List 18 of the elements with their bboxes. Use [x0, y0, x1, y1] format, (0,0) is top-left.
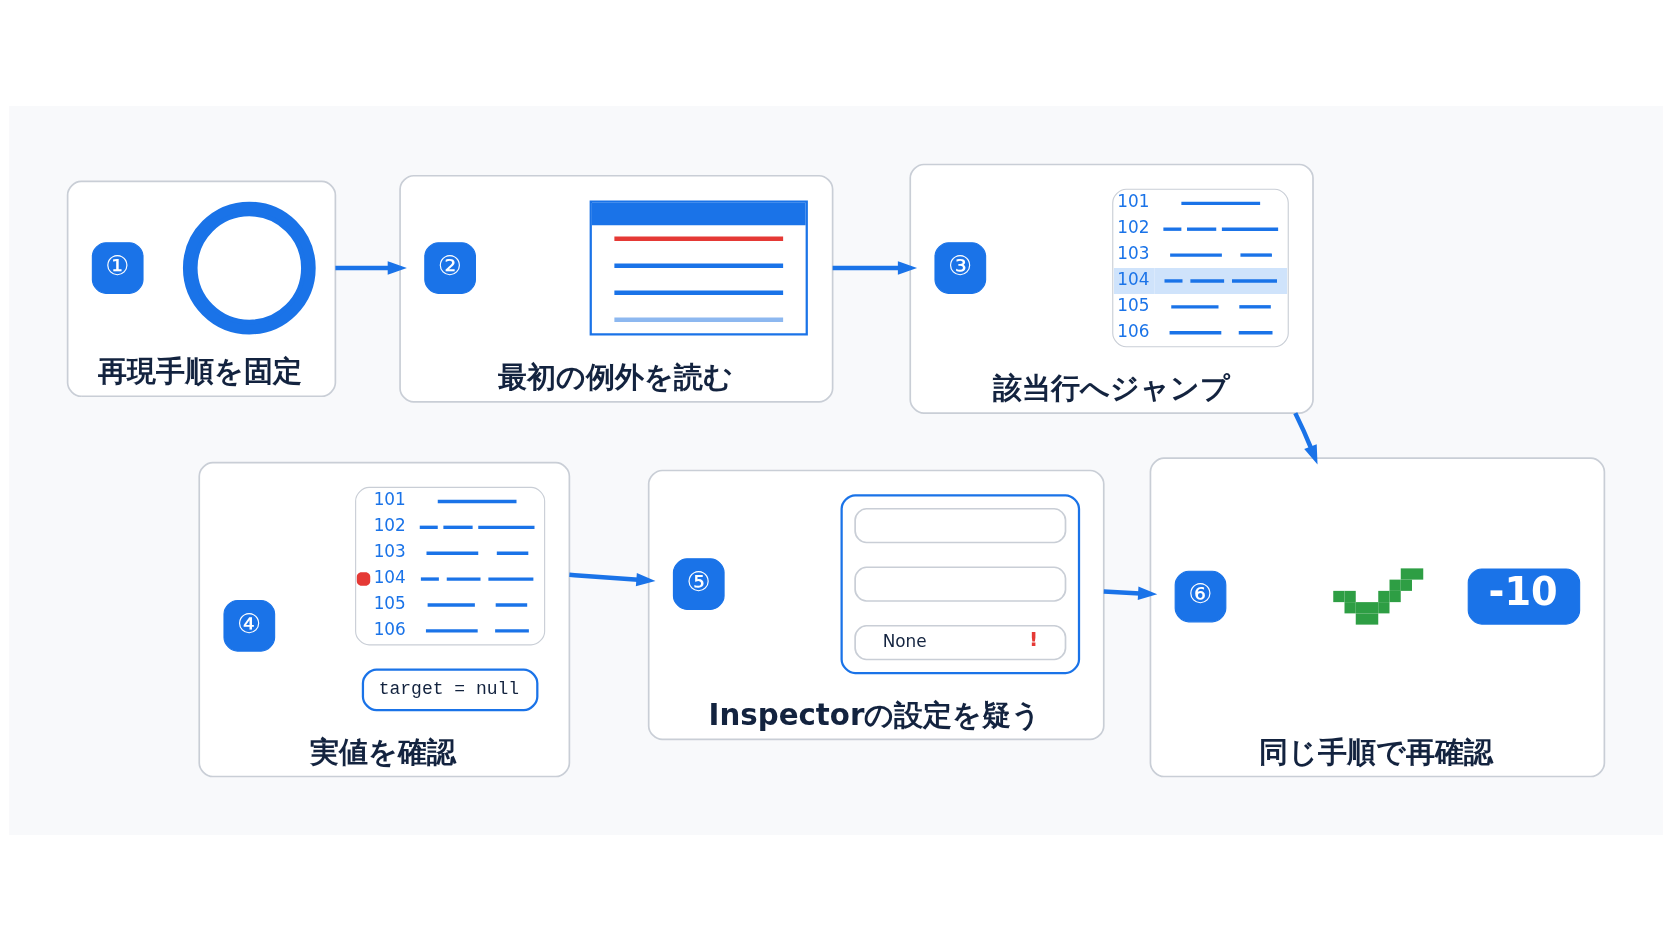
node-box: ⑥	[1174, 570, 1227, 623]
node-box	[854, 507, 1067, 544]
node-box: target = null	[361, 668, 539, 712]
arrow	[335, 261, 407, 275]
node-box: ④	[223, 599, 276, 652]
node-box: ③	[934, 242, 987, 294]
arrow	[1293, 412, 1318, 465]
arrow	[1103, 586, 1158, 600]
arrow	[832, 261, 918, 275]
node-box: ①	[91, 242, 144, 294]
node-box: ⑤	[672, 558, 725, 610]
node-picture	[182, 201, 316, 335]
node-box: ②	[424, 242, 476, 294]
node-box: None !	[854, 624, 1067, 661]
arrow	[569, 572, 656, 587]
node-box	[854, 566, 1067, 602]
cluster	[840, 494, 1081, 675]
node-box: -10	[1467, 568, 1581, 625]
